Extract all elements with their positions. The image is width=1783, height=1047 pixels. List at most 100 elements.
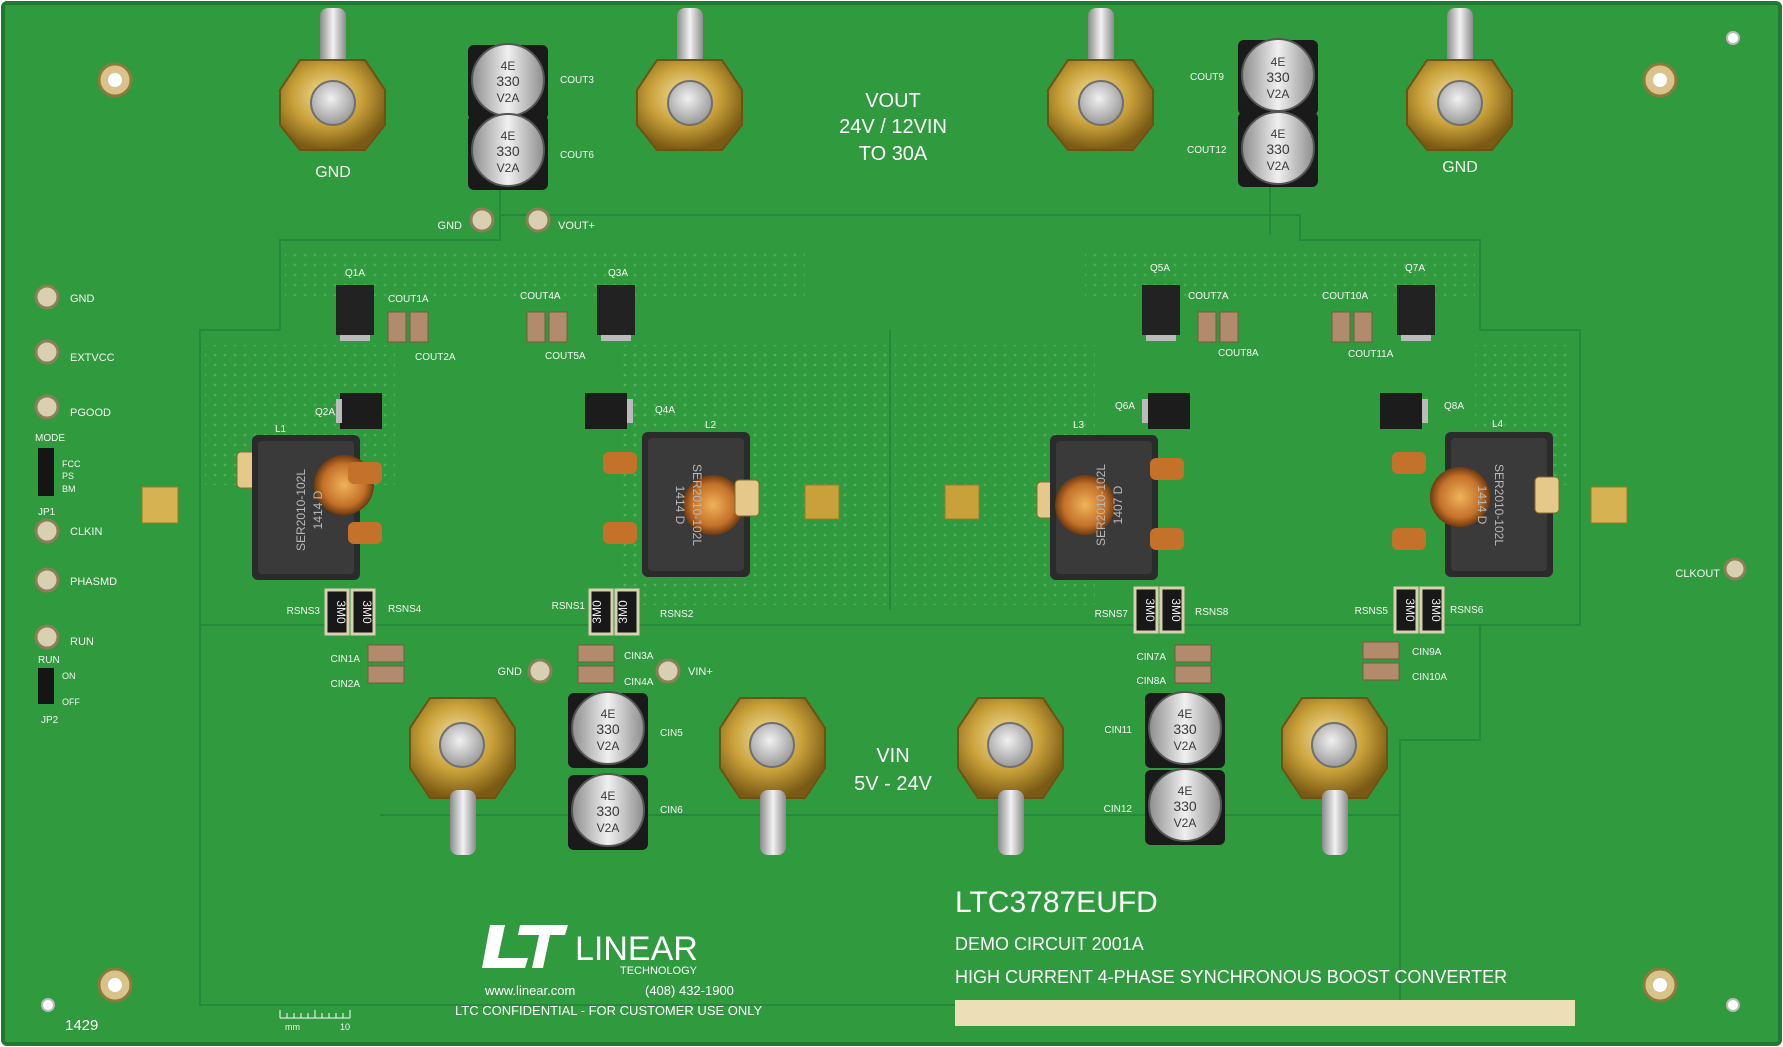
mosfet-q8a [1380, 393, 1428, 429]
svg-text:SER2010-102L: SER2010-102L [690, 464, 704, 546]
clkout-label: CLKOUT [1675, 568, 1720, 580]
svg-text:V2A: V2A [1174, 816, 1197, 830]
svg-text:MODE: MODE [35, 433, 65, 444]
q5a-label: Q5A [1150, 263, 1170, 274]
rsns7-label: RSNS7 [1095, 609, 1129, 620]
svg-text:330: 330 [596, 721, 620, 737]
svg-text:BM: BM [62, 484, 76, 494]
q4a-label: Q4A [655, 405, 675, 416]
testpoint-gnd[interactable] [34, 284, 60, 310]
terminal-gnd-left[interactable] [279, 8, 386, 151]
testpoint-vin-plus[interactable] [655, 658, 681, 684]
svg-text:3M0: 3M0 [1429, 598, 1443, 622]
terminal-vin-1[interactable] [409, 697, 516, 855]
svg-text:1414 D: 1414 D [311, 490, 325, 529]
cap-cin12: 4E 330 V2A [1145, 768, 1225, 845]
logo-wordmark: LINEAR [575, 930, 698, 968]
cap-cin11: 4E 330 V2A [1145, 691, 1225, 768]
svg-text:3M0: 3M0 [334, 600, 348, 624]
svg-text:330: 330 [596, 803, 620, 819]
jumper-jp1[interactable] [38, 448, 54, 496]
cin12-label: CIN12 [1104, 804, 1133, 815]
gnd-top-label: GND [438, 220, 463, 232]
logo-sub: TECHNOLOGY [620, 965, 698, 977]
svg-text:330: 330 [1266, 141, 1290, 157]
svg-text:4E: 4E [1271, 127, 1286, 141]
cin4a-label: CIN4A [624, 677, 654, 688]
testpoint-gnd-bottom[interactable] [527, 658, 553, 684]
mounting-holes [41, 31, 1740, 1012]
svg-text:OFF: OFF [62, 697, 80, 707]
rsns8-label: RSNS8 [1195, 607, 1229, 618]
pad-center-right [944, 484, 980, 520]
vin-label-line1: VIN [876, 745, 909, 767]
testpoint-run[interactable] [34, 624, 60, 650]
left-header: GND EXTVCC PGOOD MODE FCC PS BM JP1 CLKI… [34, 284, 117, 726]
testpoint-phasmd[interactable] [34, 567, 60, 593]
svg-text:4E: 4E [501, 129, 516, 143]
pad-center-left [804, 484, 840, 520]
svg-text:GND: GND [70, 293, 95, 305]
mosfet-q4a [585, 393, 633, 429]
ruler-mm-label: mm [285, 1022, 300, 1032]
cin11-label: CIN11 [1104, 725, 1132, 736]
cap-cin6: 4E 330 V2A [568, 773, 648, 850]
terminal-vin-3[interactable] [957, 697, 1064, 855]
svg-text:RUN: RUN [70, 636, 94, 648]
cap-cout6: 4E 330 V2A [468, 113, 548, 190]
svg-text:4E: 4E [1178, 784, 1193, 798]
cout11a-label: COUT11A [1348, 349, 1394, 360]
svg-text:4E: 4E [601, 707, 616, 721]
demo-circuit: DEMO CIRCUIT 2001A [955, 934, 1144, 954]
cin1a-label: CIN1A [331, 654, 361, 665]
svg-text:1407 D: 1407 D [1111, 485, 1125, 524]
vout-label-line3: TO 30A [859, 143, 928, 165]
cin5-label: CIN5 [660, 728, 683, 739]
ruler-10-label: 10 [340, 1022, 350, 1032]
testpoint-pgood[interactable] [34, 394, 60, 420]
mosfet-q3a [597, 285, 635, 341]
svg-text:SER2010-102L: SER2010-102L [1492, 464, 1506, 546]
svg-text:PHASMD: PHASMD [70, 576, 117, 588]
testpoint-gnd-top[interactable] [469, 207, 495, 233]
svg-text:3M0: 3M0 [1169, 598, 1183, 622]
rsns3-label: RSNS3 [287, 606, 321, 617]
phone: (408) 432-1900 [645, 983, 734, 998]
testpoint-extvcc[interactable] [34, 339, 60, 365]
svg-text:330: 330 [1266, 69, 1290, 85]
label-panel [955, 1000, 1575, 1026]
cin9a-label: CIN9A [1412, 647, 1442, 658]
cin3a-label: CIN3A [624, 651, 654, 662]
l4-label: L4 [1492, 419, 1504, 430]
svg-text:3M0: 3M0 [360, 600, 374, 624]
gnd-left-label: GND [315, 164, 351, 181]
cin10a-label: CIN10A [1412, 672, 1447, 683]
inductor-l1: SER2010-102L 1414 D [236, 435, 382, 580]
terminal-vin-2[interactable] [719, 697, 826, 855]
svg-text:V2A: V2A [497, 91, 520, 105]
l2-label: L2 [705, 420, 717, 431]
confidential-note: LTC CONFIDENTIAL - FOR CUSTOMER USE ONLY [455, 1003, 763, 1018]
cout9-label: COUT9 [1190, 72, 1224, 83]
terminal-gnd-right[interactable] [1406, 8, 1513, 151]
terminal-vout-2[interactable] [1047, 8, 1154, 151]
part-number: LTC3787EUFD [955, 886, 1158, 919]
testpoint-vout-plus[interactable] [525, 207, 551, 233]
svg-text:4E: 4E [1271, 55, 1286, 69]
testpoint-clkout[interactable] [1723, 557, 1747, 581]
testpoint-clkin[interactable] [34, 518, 60, 544]
svg-text:EXTVCC: EXTVCC [70, 352, 115, 364]
svg-text:4E: 4E [601, 789, 616, 803]
jumper-jp2[interactable] [38, 668, 54, 704]
svg-text:3M0: 3M0 [1143, 598, 1157, 622]
l1-label: L1 [275, 424, 287, 435]
inductor-l2: SER2010-102L 1414 D [603, 432, 760, 577]
svg-text:ON: ON [62, 671, 76, 681]
rsns5-label: RSNS5 [1355, 606, 1389, 617]
svg-text:330: 330 [496, 143, 520, 159]
terminal-vout-1[interactable] [636, 8, 743, 151]
cout6-label: COUT6 [560, 150, 594, 161]
mosfet-q7a [1397, 285, 1435, 341]
terminal-vin-4[interactable] [1281, 697, 1388, 855]
rsns1-label: RSNS1 [552, 601, 586, 612]
